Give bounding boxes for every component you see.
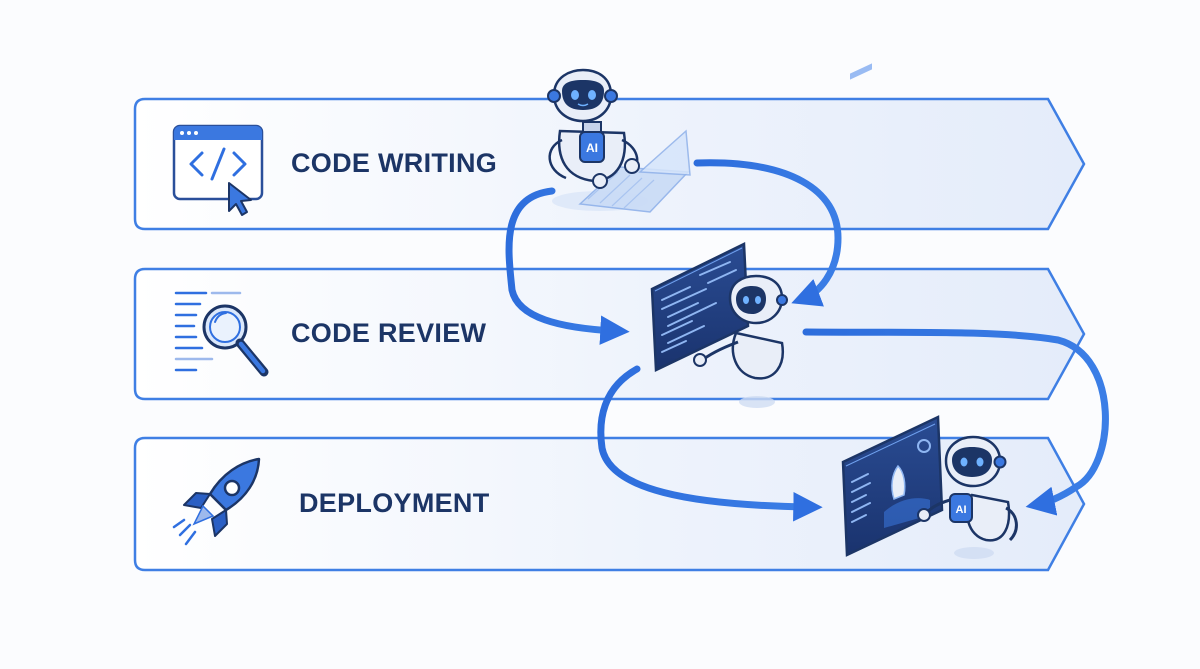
robot-reviewer-illustration <box>650 242 788 408</box>
arrow-writing-to-review-right <box>693 159 842 307</box>
robot-badge-writing: AI <box>586 141 598 155</box>
code-window-cursor-icon <box>172 124 264 216</box>
robot-coder-illustration: AI <box>547 68 691 213</box>
stage-label-deployment: DEPLOYMENT <box>299 488 490 518</box>
robot-badge-deployment: AI <box>956 504 967 516</box>
stage-label-code-review: CODE REVIEW <box>291 318 487 348</box>
flow-arrows <box>505 159 1109 522</box>
arrow-review-to-deploy-right <box>802 328 1109 516</box>
magnifier-lines-icon <box>174 291 269 377</box>
rocket-icon <box>172 457 261 546</box>
arrow-writing-to-review-left <box>505 187 630 345</box>
stage-label-code-writing: CODE WRITING <box>291 148 498 178</box>
arrow-review-to-deploy-left <box>597 365 823 522</box>
robot-deployer-illustration: AI <box>841 63 1018 559</box>
